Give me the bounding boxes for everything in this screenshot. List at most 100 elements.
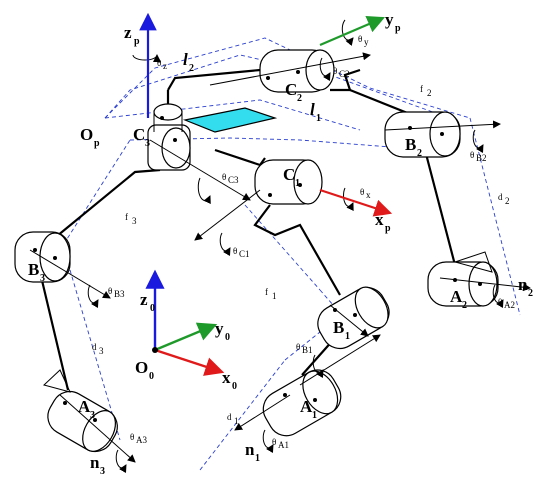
- svg-text:B2: B2: [476, 153, 487, 163]
- svg-text:θ: θ: [360, 187, 364, 197]
- svg-text:p: p: [134, 36, 140, 47]
- svg-text:O: O: [135, 358, 148, 377]
- svg-text:f: f: [420, 84, 423, 94]
- svg-text:θ: θ: [222, 172, 226, 182]
- svg-text:x: x: [375, 210, 384, 229]
- svg-text:n: n: [245, 440, 255, 459]
- svg-text:3: 3: [90, 410, 95, 421]
- svg-text:C: C: [285, 80, 297, 99]
- svg-text:2: 2: [505, 196, 510, 206]
- label-theta-z: θ z: [157, 58, 167, 71]
- svg-text:1: 1: [234, 416, 239, 426]
- joint-A3: [43, 369, 118, 453]
- svg-text:1: 1: [316, 113, 321, 124]
- svg-text:3: 3: [99, 346, 104, 356]
- label-n3: n 3: [90, 453, 105, 477]
- label-l2: l 2: [183, 50, 194, 74]
- label-z0: z 0: [140, 290, 155, 314]
- svg-text:1: 1: [345, 331, 350, 342]
- platform-plate: [182, 107, 278, 133]
- svg-text:2: 2: [297, 93, 302, 104]
- svg-text:0: 0: [232, 381, 237, 392]
- svg-text:2: 2: [427, 88, 432, 98]
- svg-text:A: A: [450, 287, 463, 306]
- svg-text:0: 0: [225, 332, 230, 343]
- svg-text:2: 2: [189, 63, 194, 74]
- svg-text:y: y: [364, 37, 369, 47]
- svg-text:θ: θ: [130, 432, 134, 442]
- x0-axis: [154, 348, 225, 376]
- svg-text:θ: θ: [233, 246, 237, 256]
- label-C2: C 2: [285, 80, 302, 104]
- svg-text:3: 3: [132, 216, 137, 226]
- joint-B2: [384, 111, 461, 158]
- label-A1: A 1: [300, 397, 317, 421]
- svg-text:O: O: [80, 125, 93, 144]
- label-d1: d 1: [227, 412, 239, 426]
- svg-text:f: f: [125, 212, 128, 222]
- joint-A1: [262, 369, 342, 437]
- label-theta-B3: θ B3: [108, 286, 125, 299]
- svg-text:p: p: [94, 138, 100, 149]
- label-theta-C3: θ C3: [222, 172, 239, 185]
- svg-text:z: z: [140, 290, 148, 309]
- label-theta-C2: θ C2: [333, 66, 350, 79]
- label-l1: l 1: [310, 100, 321, 124]
- joint-A2: [427, 251, 499, 307]
- platform-frame: [139, 12, 393, 217]
- svg-text:p: p: [395, 23, 401, 34]
- label-theta-A3: θ A3: [130, 432, 147, 445]
- svg-text:n: n: [90, 453, 100, 472]
- svg-text:0: 0: [149, 371, 154, 382]
- base-frame: [145, 269, 225, 376]
- svg-text:1: 1: [255, 453, 260, 464]
- svg-text:y: y: [385, 10, 394, 29]
- label-f2: f 2: [420, 84, 432, 98]
- svg-text:θ: θ: [358, 34, 362, 44]
- svg-text:θ: θ: [470, 150, 474, 160]
- joint-B1: [317, 286, 390, 350]
- svg-text:C3: C3: [228, 175, 239, 185]
- joint-C3: [147, 103, 191, 171]
- svg-text:θ: θ: [157, 58, 161, 68]
- label-C1: C 1: [283, 165, 300, 189]
- svg-text:B: B: [333, 318, 344, 337]
- svg-text:z: z: [163, 61, 167, 71]
- svg-text:A1: A1: [278, 440, 289, 450]
- svg-text:A2: A2: [504, 300, 515, 310]
- rotation-arcs: [87, 19, 504, 474]
- y0-axis: [154, 322, 218, 352]
- svg-text:B1: B1: [302, 345, 313, 355]
- svg-text:θ: θ: [272, 437, 276, 447]
- svg-text:n: n: [518, 275, 528, 294]
- svg-text:d: d: [92, 342, 97, 352]
- label-y0: y 0: [215, 319, 230, 343]
- label-d2: d 2: [498, 192, 510, 206]
- label-C3: C 3: [133, 125, 150, 149]
- label-xp: x p: [375, 210, 391, 234]
- joint-C1: [254, 159, 323, 205]
- svg-text:3: 3: [40, 273, 45, 284]
- label-A3: A 3: [78, 397, 95, 421]
- svg-text:θ: θ: [296, 342, 300, 352]
- svg-text:l: l: [310, 100, 315, 119]
- label-f3: f 3: [125, 212, 137, 226]
- label-theta-C1: θ C1: [233, 246, 250, 259]
- xp-axis: [319, 188, 393, 217]
- svg-text:θ: θ: [498, 297, 502, 307]
- label-zp: z p: [124, 23, 140, 47]
- svg-text:1: 1: [272, 291, 277, 301]
- dashed-construction-lines: [59, 37, 521, 471]
- label-B1: B 1: [333, 318, 350, 342]
- svg-text:1: 1: [295, 178, 300, 189]
- label-f1: f 1: [265, 287, 277, 301]
- label-d3: d 3: [92, 342, 104, 356]
- svg-text:x: x: [366, 190, 371, 200]
- svg-text:2: 2: [462, 300, 467, 311]
- label-n1: n 1: [245, 440, 260, 464]
- label-x0: x 0: [222, 368, 237, 392]
- joint-center-dots: [33, 70, 482, 422]
- joint-axes: [29, 52, 531, 463]
- svg-text:y: y: [215, 319, 224, 338]
